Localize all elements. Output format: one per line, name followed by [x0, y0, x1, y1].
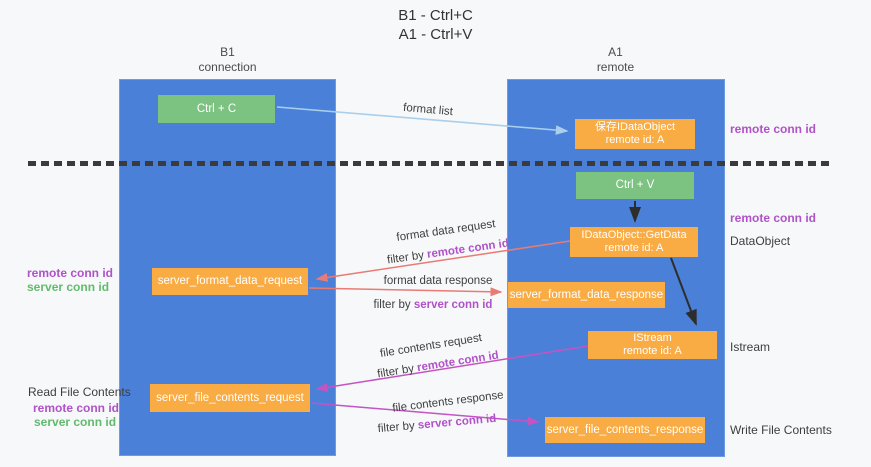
istream-side-label: Istream: [730, 340, 771, 354]
filter-by-text: filter by: [376, 362, 419, 381]
format-data-response-arrow: [308, 287, 503, 297]
format-data-response-filter-label: filter by server conn id: [374, 299, 493, 311]
right-remote-conn-id-label-mid: remote conn id: [730, 211, 817, 225]
left-remote-conn-id-label: remote conn id: [27, 266, 114, 280]
ctrl-c-label: Ctrl + C: [196, 102, 237, 115]
server-format-data-request-box: server_format_data_request: [152, 268, 308, 295]
server-format-data-request-label: server_format_data_request: [157, 275, 303, 287]
title-line-b1: B1 - Ctrl+C: [398, 7, 473, 24]
write-file-contents-label: Write File Contents: [730, 423, 832, 437]
left-remote-conn-id-label-2: remote conn id: [33, 401, 120, 415]
filter-by-text: filter by: [377, 419, 419, 436]
left-column-name: B1: [220, 45, 235, 59]
read-file-contents-label: Read File Contents: [28, 385, 131, 399]
dataobject-label: DataObject: [730, 234, 791, 248]
left-column-header: B1 connection: [160, 45, 295, 75]
file-contents-response-label: file contents response: [391, 389, 505, 415]
server-conn-id-highlight: server conn id: [417, 412, 497, 432]
right-column-header: A1 remote: [548, 45, 683, 75]
right-column-role: remote: [596, 60, 635, 74]
remote-conn-id-highlight: remote conn id: [416, 349, 500, 375]
remote-conn-id-highlight: remote conn id: [426, 237, 510, 261]
server-format-data-response-box: server_format_data_response: [508, 282, 665, 308]
right-remote-conn-id-label-top: remote conn id: [730, 122, 817, 136]
istream-box: IStream remote id: A: [588, 331, 717, 359]
getdata-remote-id: remote id: A: [604, 242, 664, 254]
phase-divider-dashed-line: [28, 161, 830, 166]
left-server-conn-id-label: server conn id: [27, 280, 110, 294]
ctrl-v-box: Ctrl + V: [576, 172, 694, 199]
server-file-contents-response-label: server_file_contents_response: [546, 423, 704, 436]
save-dataobject-title: 保存IDataObject: [594, 121, 676, 133]
server-conn-id-highlight: server conn id: [413, 299, 493, 311]
ctrl-c-box: Ctrl + C: [158, 95, 275, 123]
save-dataobject-remote-id: remote id: A: [605, 134, 665, 146]
diagram-title: B1 - Ctrl+C A1 - Ctrl+V: [0, 6, 871, 44]
istream-title: IStream: [633, 332, 672, 344]
ctrl-v-label: Ctrl + V: [615, 179, 655, 191]
filter-by-text: filter by: [386, 248, 428, 267]
left-server-conn-id-label-2: server conn id: [34, 415, 117, 429]
file-contents-response-filter-label: filter by server conn id: [377, 413, 496, 435]
left-column-role: connection: [198, 60, 257, 74]
format-data-response-label: format data response: [383, 275, 493, 287]
getdata-box: IDataObject::GetData remote id: A: [570, 227, 698, 257]
server-file-contents-request-label: server_file_contents_request: [156, 391, 304, 404]
title-line-a1: A1 - Ctrl+V: [398, 26, 473, 43]
filter-by-text: filter by: [373, 299, 414, 311]
getdata-title: IDataObject::GetData: [581, 229, 687, 241]
server-file-contents-response-box: server_file_contents_response: [545, 417, 705, 443]
istream-remote-id: remote id: A: [623, 345, 682, 357]
server-file-contents-request-box: server_file_contents_request: [150, 384, 310, 412]
format-list-label: format list: [402, 101, 454, 119]
save-dataobject-box: 保存IDataObject remote id: A: [575, 119, 695, 149]
format-data-request-label: format data request: [395, 218, 497, 244]
server-format-data-response-label: server_format_data_response: [509, 288, 664, 301]
right-column-name: A1: [608, 45, 623, 59]
